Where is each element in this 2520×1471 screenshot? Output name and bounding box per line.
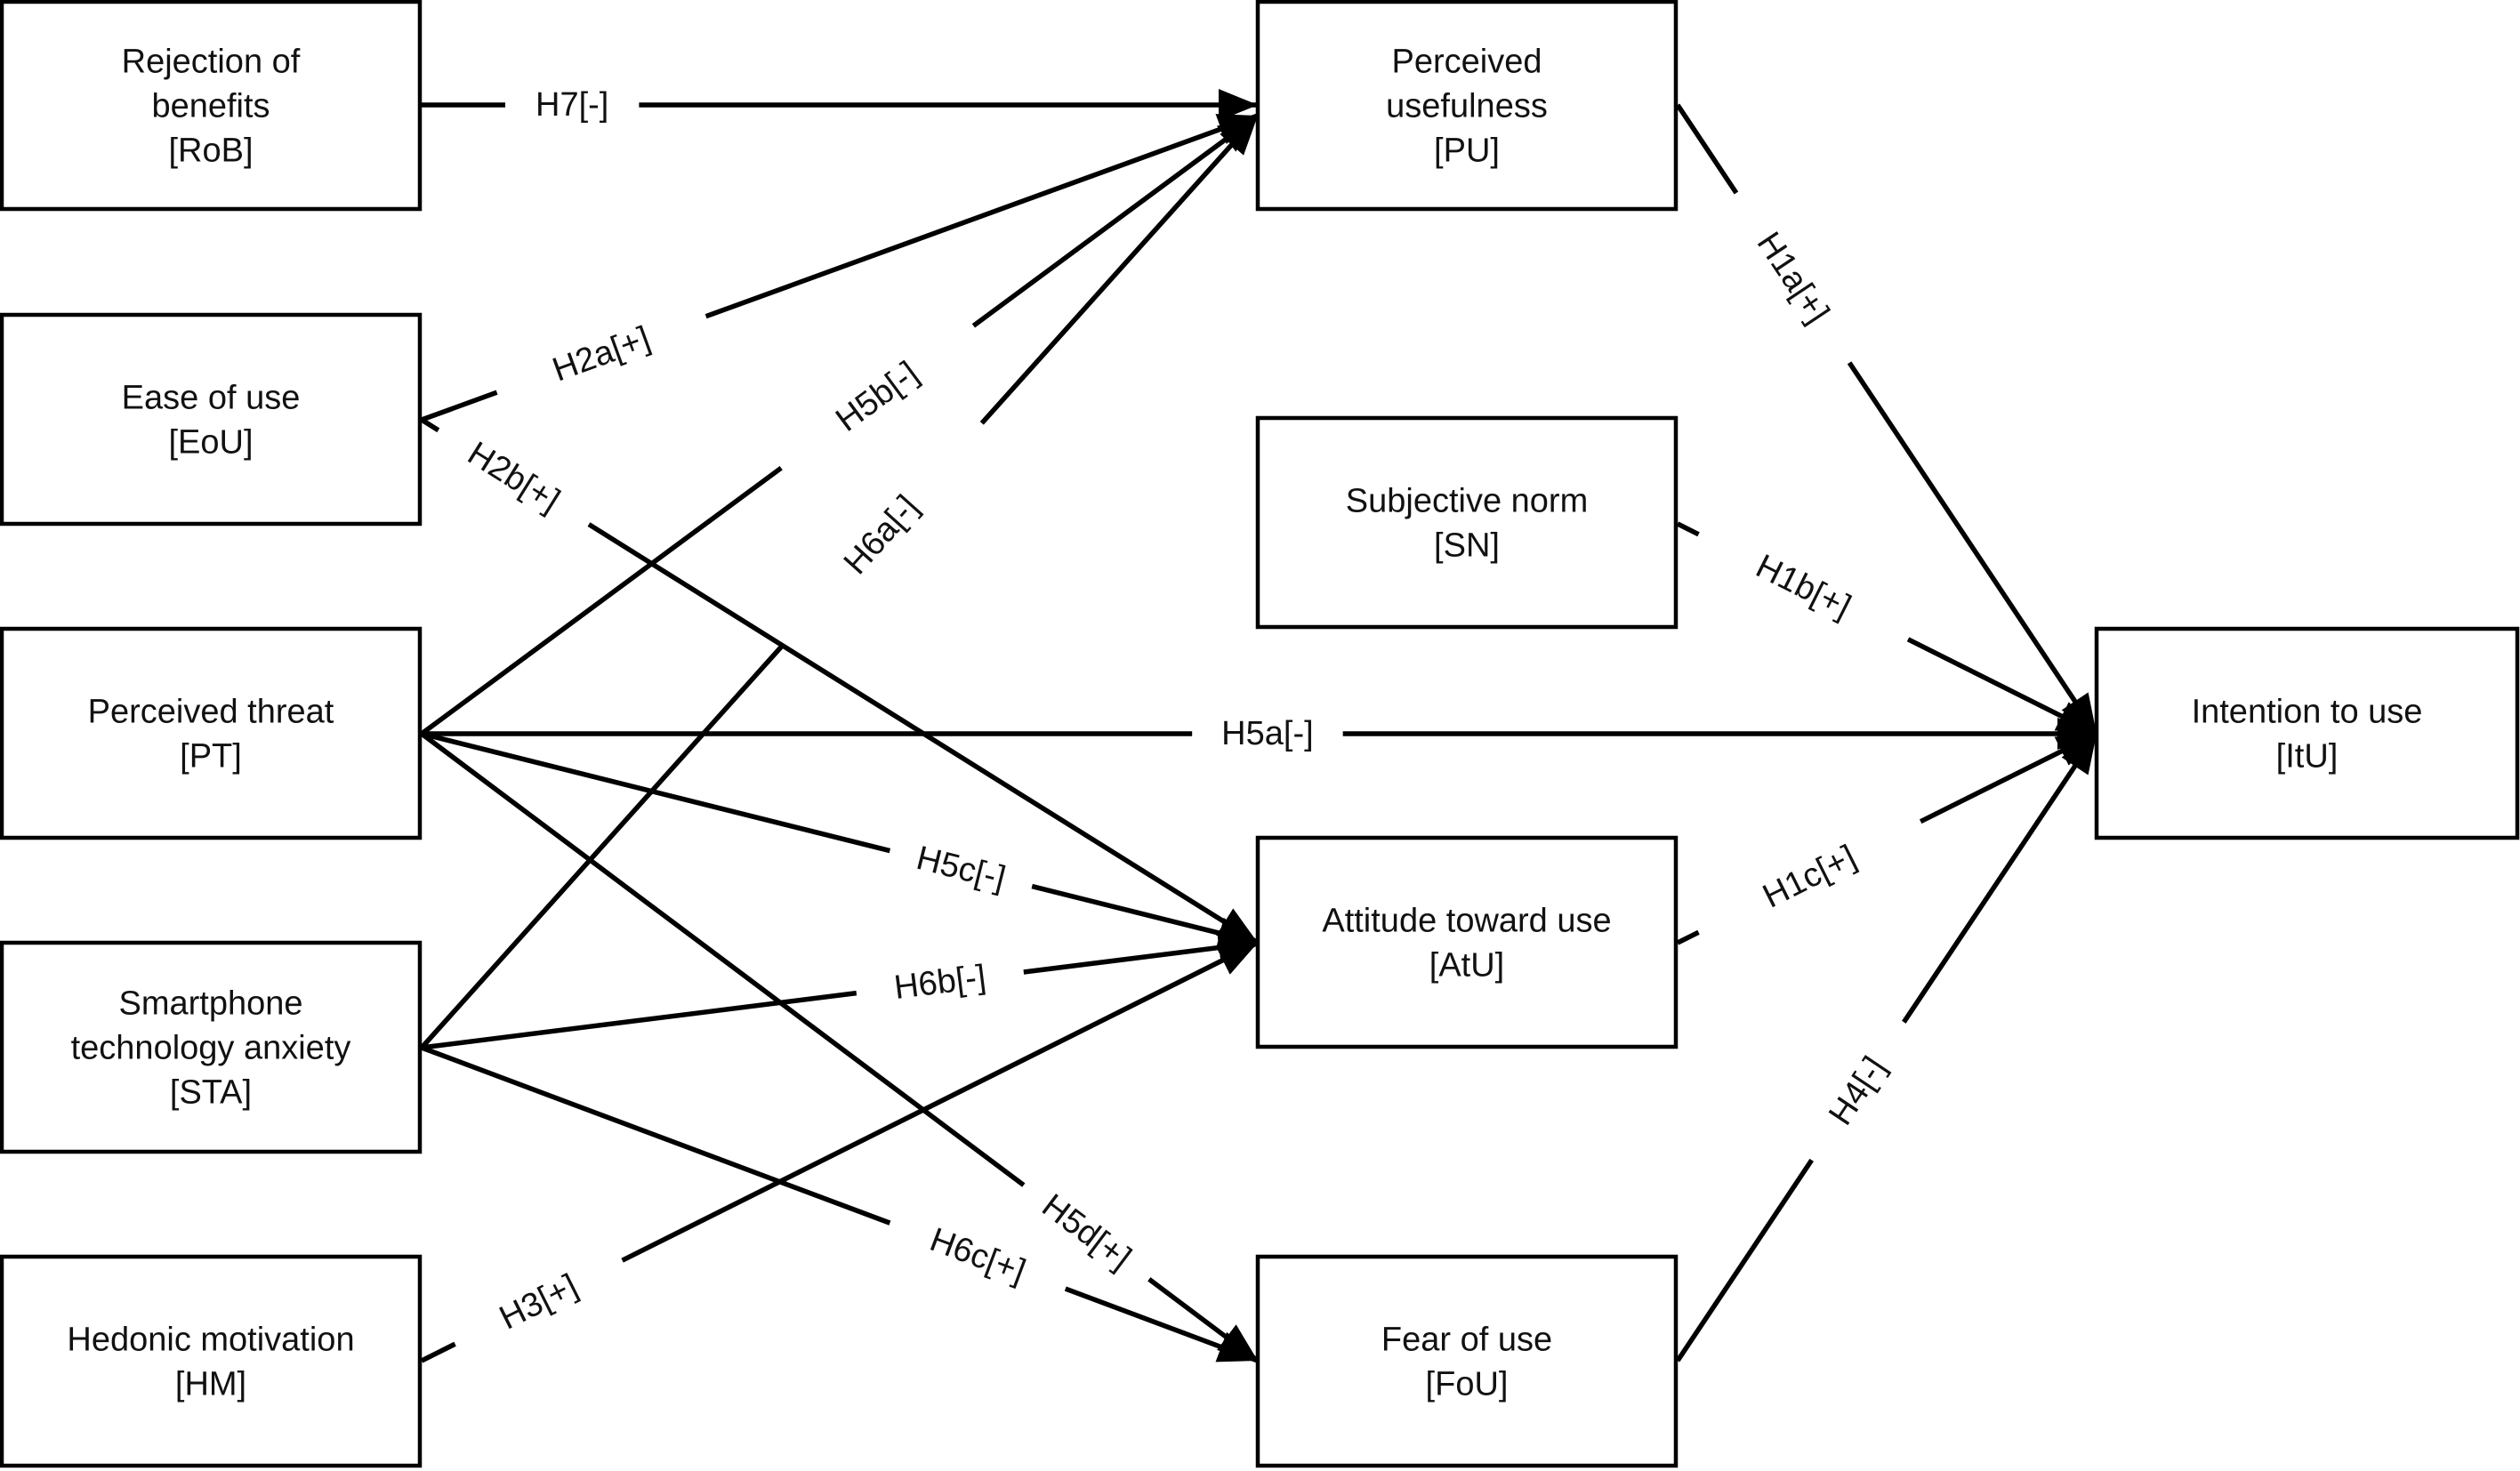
edge-h5d-segment [420,731,1026,1187]
node-pu-label-line: usefulness [1386,88,1548,125]
edge-label-h1c: H1c[+] [1757,838,1862,915]
edge-h4-segment [1675,1158,1815,1362]
edge-h2a-segment [704,113,1259,319]
edge-h2a: H2a[+] [421,113,1259,422]
node-pu: Perceived usefulness [PU] [1255,0,1679,212]
node-pu-label-line: Perceived [1392,44,1542,81]
edge-h2a-segment [421,390,498,422]
node-rob-label-line: [RoB] [168,133,253,170]
node-pt: Perceived threat [PT] [0,626,423,840]
edge-h6c-segment [1064,1286,1259,1363]
edge-h5b-segment [420,465,783,736]
node-itu-box [2094,626,2520,840]
node-atu-label-line: Attitude toward use [1322,903,1611,940]
edge-h5c-segment [421,731,891,854]
edge-label-h5c: H5c[-] [913,840,1010,897]
node-atu: Attitude toward use [AtU] [1255,835,1679,1049]
node-sta-label-line: technology anxiety [71,1030,351,1067]
node-sn-label-line: [SN] [1434,527,1500,565]
node-sn-label-line: Subjective norm [1346,483,1588,520]
node-eou-box [0,312,423,527]
node-hm-label-line: Hedonic motivation [67,1322,354,1359]
node-itu-label-line: [ItU] [2276,738,2339,776]
edge-h1b-segment [1906,637,2098,736]
node-pu-box [1255,0,1679,212]
node-sta-label-line: Smartphone [118,985,302,1023]
node-sta: Smartphone technology anxiety [STA] [0,940,423,1154]
edge-h5d-segment [1147,1277,1260,1363]
edge-label-h2b: H2b[+] [461,435,566,520]
edge-h1b-segment [1676,521,1700,537]
node-rob-label-line: benefits [151,88,270,125]
node-fou: Fear of use [FoU] [1255,1254,1679,1468]
edge-h3-segment [621,940,1260,1263]
node-sn: Subjective norm [SN] [1255,415,1679,630]
edge-h1a-segment [1847,361,2099,736]
edge-h6a: H6a[-] [419,114,1260,1049]
edge-label-h6a: H6a[-] [837,488,926,582]
edges-layer: H7[-] H2a[+] H2b[+] H5b[-] H6a[-] H5a[-] H5c[-… [419,86,2099,1363]
edge-h3-segment [420,1341,456,1363]
edge-h4-segment [1902,732,2099,1024]
edge-label-h5b: H5b[-] [829,355,925,439]
edge-h3: H3[+] [420,940,1260,1363]
edge-h7: H7[-] [422,86,1258,124]
node-atu-box [1255,835,1679,1049]
node-itu: Intention to use [ItU] [2094,626,2520,840]
node-rob-label-line: Rejection of [122,44,301,81]
node-atu-label-line: [AtU] [1429,947,1504,985]
edge-label-h6b: H6b[-] [892,959,988,1008]
edge-h2b: H2b[+] [420,417,1260,945]
edge-h6b-segment [1023,931,1259,975]
edge-h1c: H1c[+] [1676,731,2098,945]
node-eou: Ease of use [EoU] [0,312,423,527]
node-hm-label-line: [HM] [175,1366,246,1403]
node-fou-box [1255,1254,1679,1468]
edge-label-h1a: H1a[+] [1750,226,1837,330]
edge-h1b: H1b[+] [1676,521,2098,736]
edge-h6b: H6b[-] [421,931,1259,1050]
node-fou-label-line: Fear of use [1381,1322,1552,1359]
node-sta-label-line: [STA] [170,1074,252,1112]
edge-label-h7: H7[-] [535,86,608,124]
node-pt-box [0,626,423,840]
edge-h6b-segment [421,990,857,1050]
edge-label-h5a: H5a[-] [1221,715,1313,752]
edge-label-h4: H4[-] [1822,1050,1894,1132]
node-pt-label-line: Perceived threat [88,694,334,731]
edge-label-h3: H3[+] [494,1267,584,1338]
node-eou-label-line: Ease of use [122,380,301,417]
edge-h6a-segment [979,114,1260,425]
edge-h1a-segment [1675,103,1739,195]
edge-h5b: H5b[-] [420,113,1260,736]
node-hm-box [0,1254,423,1468]
edge-h6c-segment [421,1045,891,1226]
edge-h1a: H1a[+] [1675,103,2099,736]
node-fou-label-line: [FoU] [1426,1366,1509,1403]
node-sta-box [0,940,423,1154]
node-hm: Hedonic motivation [HM] [0,1254,423,1468]
node-rob-box [0,0,423,212]
node-rob: Rejection of benefits [RoB] [0,0,423,212]
edge-h4: H4[-] [1675,732,2099,1362]
node-sn-box [1255,415,1679,630]
edge-label-h1b: H1b[+] [1750,548,1856,626]
node-pu-label-line: [PU] [1434,133,1500,170]
edge-h5b-segment [971,113,1260,328]
edge-label-h2a: H2a[+] [548,319,656,389]
node-itu-label-line: Intention to use [2192,694,2423,731]
edge-h1c-segment [1676,929,1700,945]
edge-h5d: H5d[+] [420,731,1260,1363]
edge-label-h5d: H5d[+] [1035,1187,1139,1277]
node-pt-label-line: [PT] [180,738,242,776]
edge-h5a: H5a[-] [422,715,2097,752]
edge-label-h6c: H6c[+] [925,1221,1031,1290]
edge-h6a-segment [419,645,784,1049]
edge-h2b-segment [420,417,440,433]
edge-h5c-segment [1031,883,1259,949]
node-eou-label-line: [EoU] [168,424,253,462]
